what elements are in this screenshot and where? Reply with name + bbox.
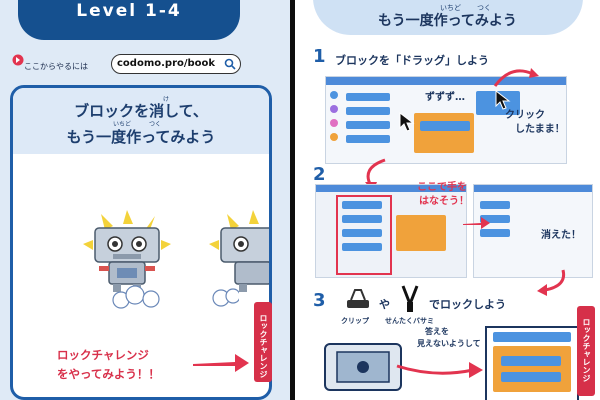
code-block[interactable] xyxy=(346,135,390,143)
callout-drag: ずずず… xyxy=(425,92,465,103)
ruby-tsuku: つく xyxy=(477,4,491,12)
step3-text: でロックしよう xyxy=(429,298,506,311)
clip-icon xyxy=(347,289,369,308)
step1-number: 1 xyxy=(313,46,326,67)
arrow-curve-icon xyxy=(493,68,539,87)
lock-challenge-tag[interactable]: ロックチャレンジ xyxy=(254,302,272,382)
arrow-right-icon xyxy=(396,362,483,378)
code-block[interactable] xyxy=(346,121,390,129)
challenge-prompt: ロックチャレンジ をやってみよう！！ xyxy=(57,346,160,384)
code-block[interactable] xyxy=(396,215,446,251)
editor-menubar xyxy=(474,185,592,192)
code-block[interactable] xyxy=(414,113,474,153)
category-dot xyxy=(330,91,338,99)
code-block[interactable] xyxy=(342,243,382,251)
hide-answer-line2: 見えないようして xyxy=(417,339,481,348)
arrow-down-icon xyxy=(537,269,566,296)
header-bubble xyxy=(313,0,583,35)
callout-release-a: ここで手を xyxy=(417,182,467,193)
clip-label: クリップ xyxy=(341,317,369,325)
code-block[interactable] xyxy=(501,372,561,382)
code-block[interactable] xyxy=(480,215,510,223)
ruby-ichido: いちど xyxy=(440,4,461,12)
ruby-ichido: いちど xyxy=(113,121,132,128)
code-block[interactable] xyxy=(342,229,382,237)
panel-divider xyxy=(290,0,295,400)
category-dot xyxy=(330,133,338,141)
callout-gone: 消えた！ xyxy=(541,230,581,241)
step3-number: 3 xyxy=(313,290,326,311)
url-field[interactable]: codomo.pro/book xyxy=(111,54,241,74)
code-block[interactable] xyxy=(501,356,561,366)
robot-sprite xyxy=(83,210,171,292)
locked-code-card xyxy=(485,326,579,400)
code-block[interactable] xyxy=(420,121,470,131)
card-title-line1: ブロックを消して、 xyxy=(74,102,208,120)
level-banner: Level 1-4 xyxy=(18,0,240,40)
block-palette-highlight xyxy=(336,195,392,275)
category-dot xyxy=(330,119,338,127)
code-block[interactable] xyxy=(480,201,510,209)
challenge-line2: をやってみよう！！ xyxy=(57,367,160,381)
lock-challenge-tag[interactable]: ロックチャレンジ xyxy=(577,306,595,396)
code-block[interactable] xyxy=(480,229,510,237)
card-title-line2: もう一度作ってみよう xyxy=(66,128,216,146)
code-block[interactable] xyxy=(493,346,571,392)
arrow-right-icon xyxy=(463,217,490,229)
card-header: け ブロックを消して、 いちど つく もう一度作ってみよう xyxy=(13,88,269,154)
tablet-illustration xyxy=(324,343,402,391)
editor-screenshot xyxy=(325,76,567,164)
search-icon xyxy=(224,58,236,70)
code-block[interactable] xyxy=(493,332,571,342)
step1-text: ブロックを「ドラッグ」しよう xyxy=(335,54,489,67)
left-panel: Level 1-4 ここからやるには codomo.pro/book け ブロッ… xyxy=(0,0,290,400)
editor-screenshot xyxy=(315,184,467,278)
url-value: codomo.pro/book xyxy=(117,58,216,69)
lock-tag-label: ロックチャレンジ xyxy=(259,314,268,378)
challenge-card: け ブロックを消して、 いちど つく もう一度作ってみよう xyxy=(10,85,272,400)
code-block[interactable] xyxy=(346,93,390,101)
cursor-icon xyxy=(399,112,415,132)
clothespin-icon xyxy=(401,285,419,312)
page-title: もう一度作ってみよう xyxy=(378,13,517,29)
right-panel: いちど つく もう一度作ってみよう 1 ブロックを「ドラッグ」しよう ずずず… … xyxy=(295,0,600,400)
editor-menubar xyxy=(316,185,466,192)
clothespin-label: せんたくバサミ xyxy=(385,317,434,325)
hide-answer-line1: 答えを xyxy=(425,327,449,336)
smoke-cloud-icon xyxy=(212,288,239,307)
robot-sprite-partial xyxy=(209,210,269,292)
step2-number: 2 xyxy=(313,164,326,185)
arrow-right-icon xyxy=(12,54,24,66)
code-block[interactable] xyxy=(342,215,382,223)
arrow-right-icon xyxy=(193,354,249,372)
editor-menubar xyxy=(326,77,566,85)
ruby-tsuku: つく xyxy=(149,121,162,128)
ruby-ke: け xyxy=(163,96,170,103)
url-label: ここからやるには xyxy=(24,62,88,71)
code-block[interactable] xyxy=(342,201,382,209)
cursor-icon xyxy=(495,90,511,110)
callout-click: クリック xyxy=(505,110,545,121)
challenge-line1: ロックチャレンジ xyxy=(57,348,149,362)
callout-release-b: はなそう！ xyxy=(419,196,469,207)
callout-hold: したまま！ xyxy=(515,124,565,135)
code-block[interactable] xyxy=(346,107,390,115)
smoke-cloud-icon xyxy=(112,285,160,309)
lock-tag-label: ロックチャレンジ xyxy=(582,318,591,382)
category-dot xyxy=(330,105,338,113)
editor-screenshot xyxy=(473,184,593,278)
level-title: Level 1-4 xyxy=(76,1,182,21)
step3-ya: や xyxy=(379,298,390,311)
